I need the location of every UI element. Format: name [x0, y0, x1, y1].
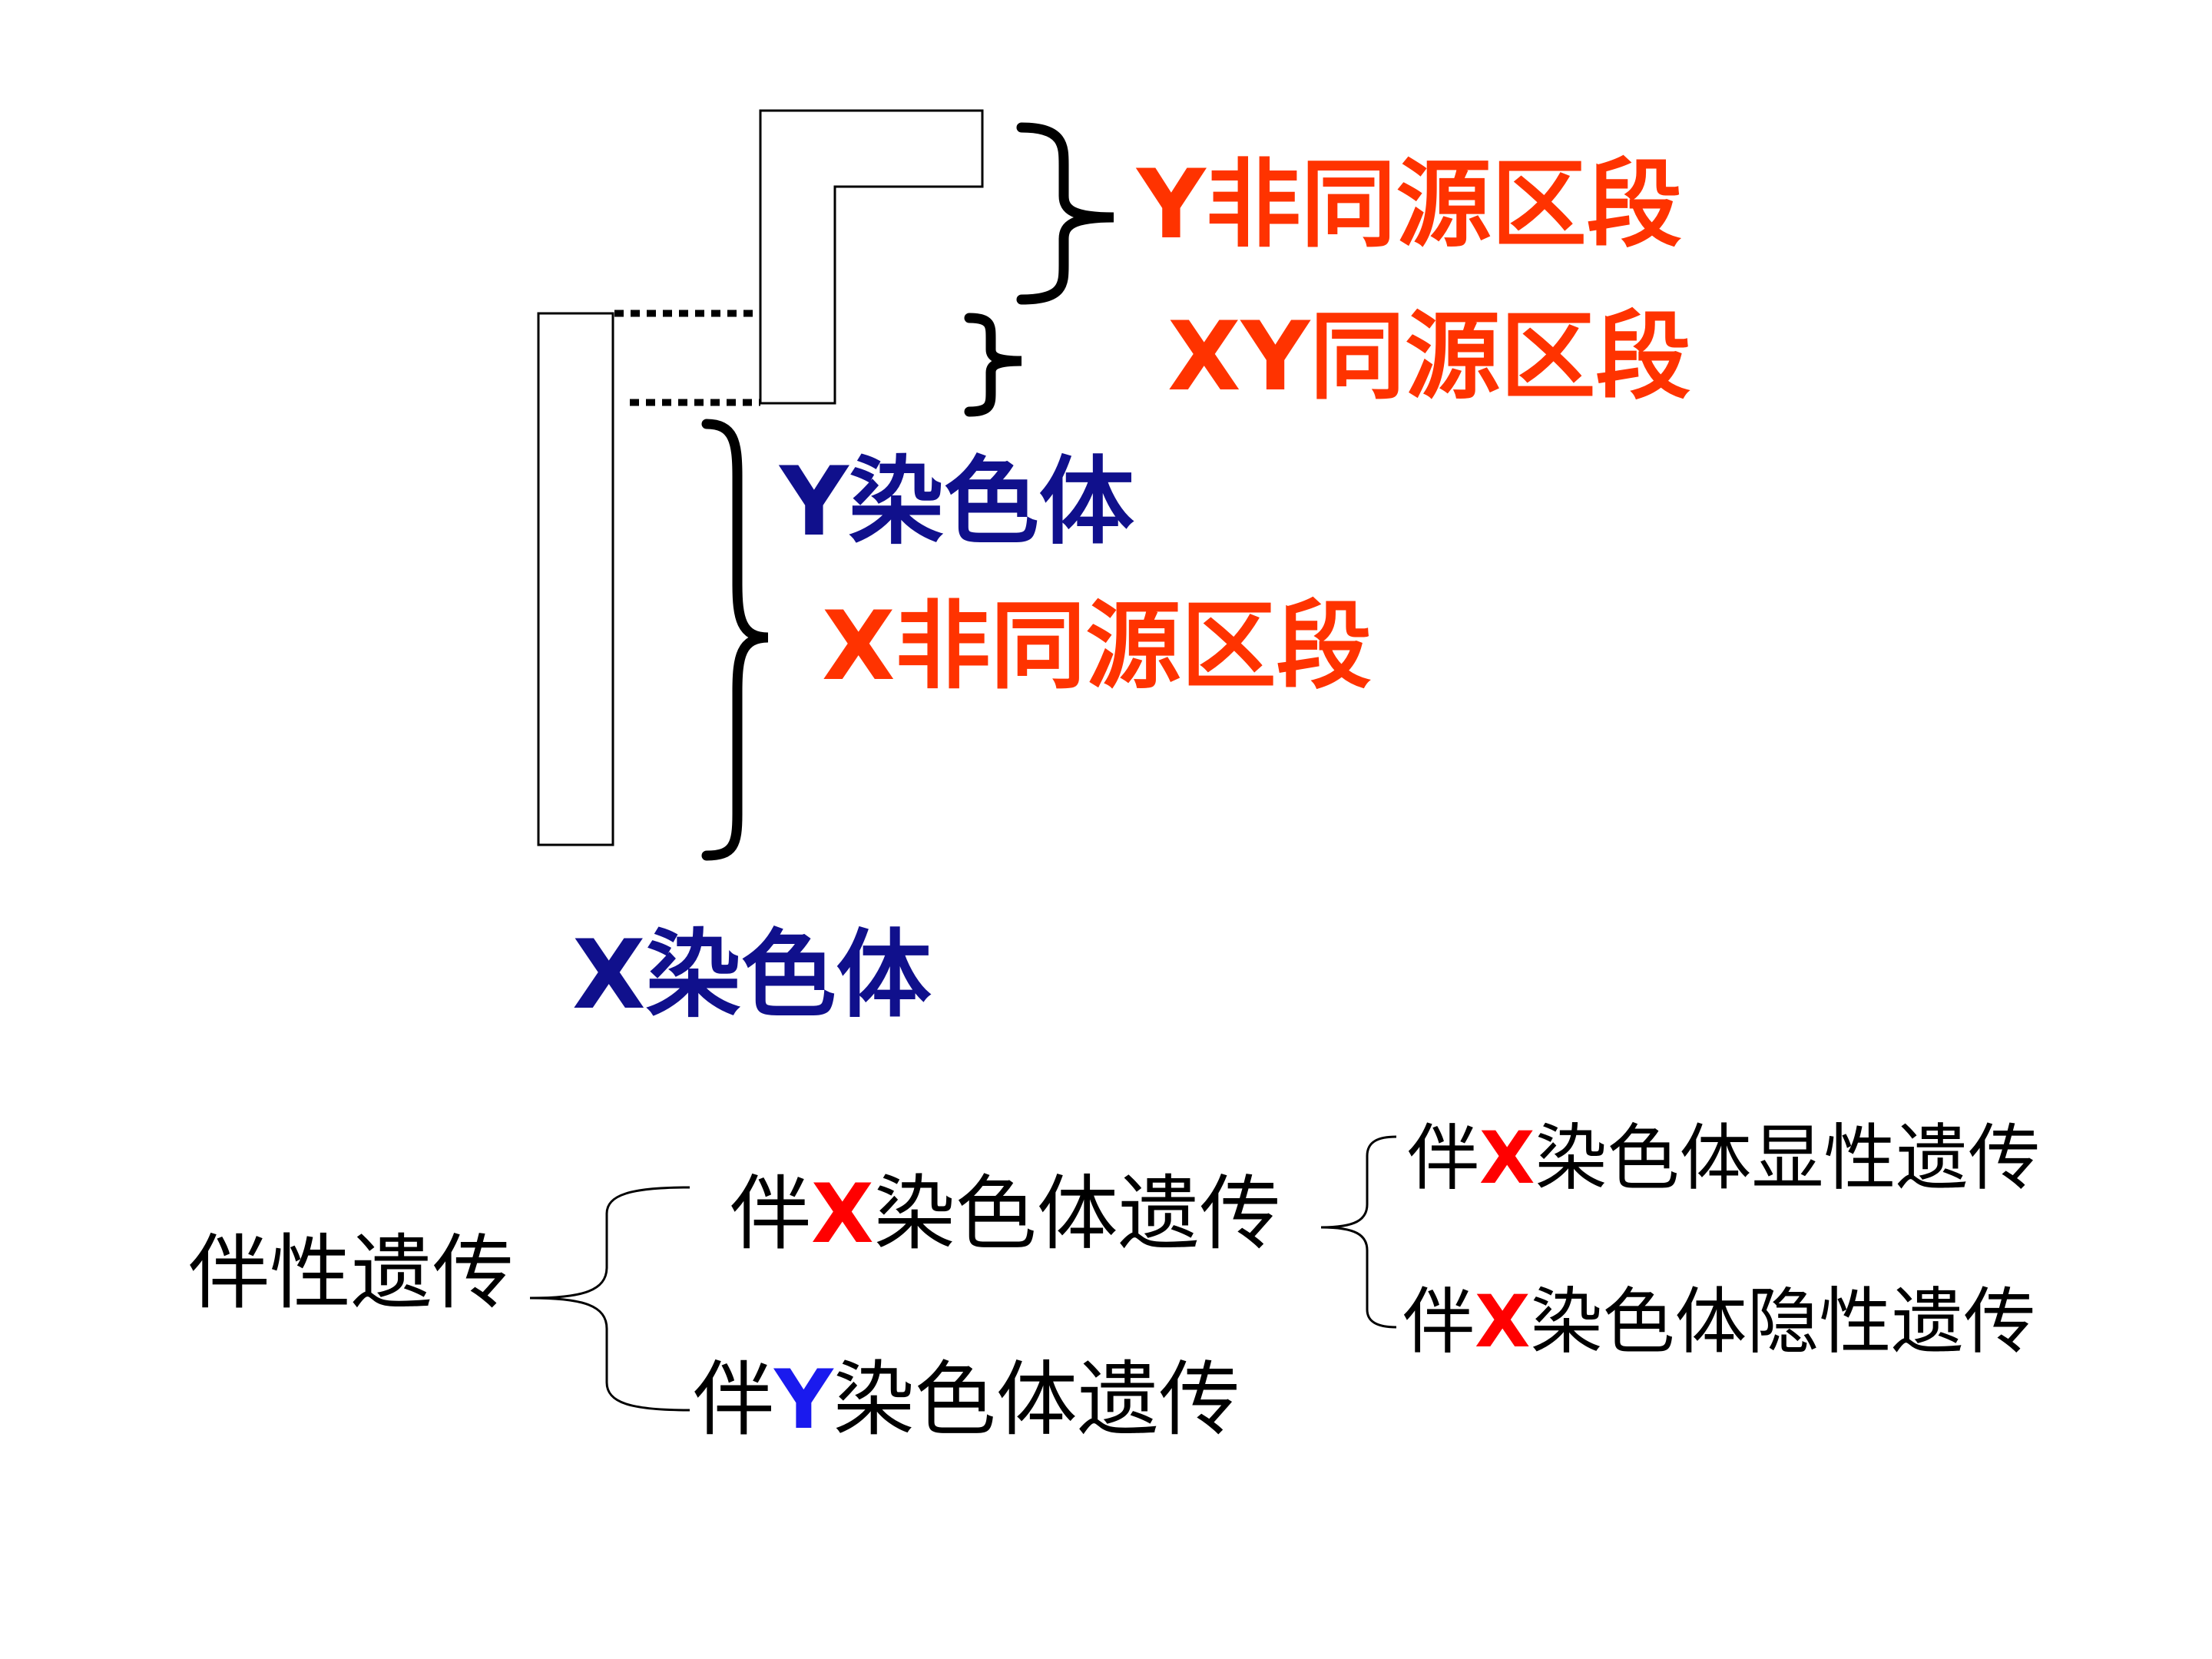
x-linked-suffix: 染色体遗传 — [873, 1167, 1281, 1261]
y-linked-letter: Y — [774, 1353, 833, 1447]
x-linked-letter: X — [811, 1167, 874, 1261]
x-chromosome-label: X染色体 — [572, 920, 932, 1031]
y-chromosome-label: Y染色体 — [780, 447, 1134, 558]
x-recessive-suffix: 染色体隐性遗传 — [1530, 1280, 2036, 1364]
x-dominant-suffix: 染色体显性遗传 — [1535, 1117, 2041, 1200]
xy-homologous-label: XY同源区段 — [1167, 302, 1691, 412]
x-linked-inheritance-label: 伴X染色体遗传 — [730, 1174, 1281, 1255]
x-recessive-prefix: 伴 — [1402, 1280, 1475, 1364]
y-chromosome-shape — [759, 109, 984, 405]
sex-linked-inheritance-label: 伴性遗传 — [188, 1226, 514, 1320]
y-linked-prefix: 伴 — [693, 1353, 774, 1447]
x-dominant-inheritance-label: 伴X染色体显性遗传 — [1407, 1123, 2041, 1195]
y-linked-inheritance-label: 伴Y染色体遗传 — [693, 1359, 1240, 1441]
x-recessive-inheritance-label: 伴X染色体隐性遗传 — [1402, 1286, 2036, 1359]
sex-linked-bracket — [529, 1186, 690, 1412]
y-linked-suffix: 染色体遗传 — [833, 1353, 1240, 1447]
x-linked-prefix: 伴 — [730, 1167, 811, 1261]
x-linked-bracket — [1320, 1135, 1397, 1329]
xy-homologous-brace — [964, 313, 1022, 417]
x-nonhomologous-label: X非同源区段 — [822, 591, 1372, 702]
y-nonhomologous-label: Y非同源区段 — [1137, 150, 1682, 260]
x-dominant-letter: X — [1479, 1117, 1535, 1200]
x-chromosome-shape — [537, 312, 614, 846]
y-nonhomologous-brace — [1016, 122, 1114, 305]
x-dominant-prefix: 伴 — [1407, 1117, 1480, 1200]
x-nonhomologous-brace — [701, 419, 769, 861]
x-recessive-letter: X — [1475, 1280, 1531, 1364]
